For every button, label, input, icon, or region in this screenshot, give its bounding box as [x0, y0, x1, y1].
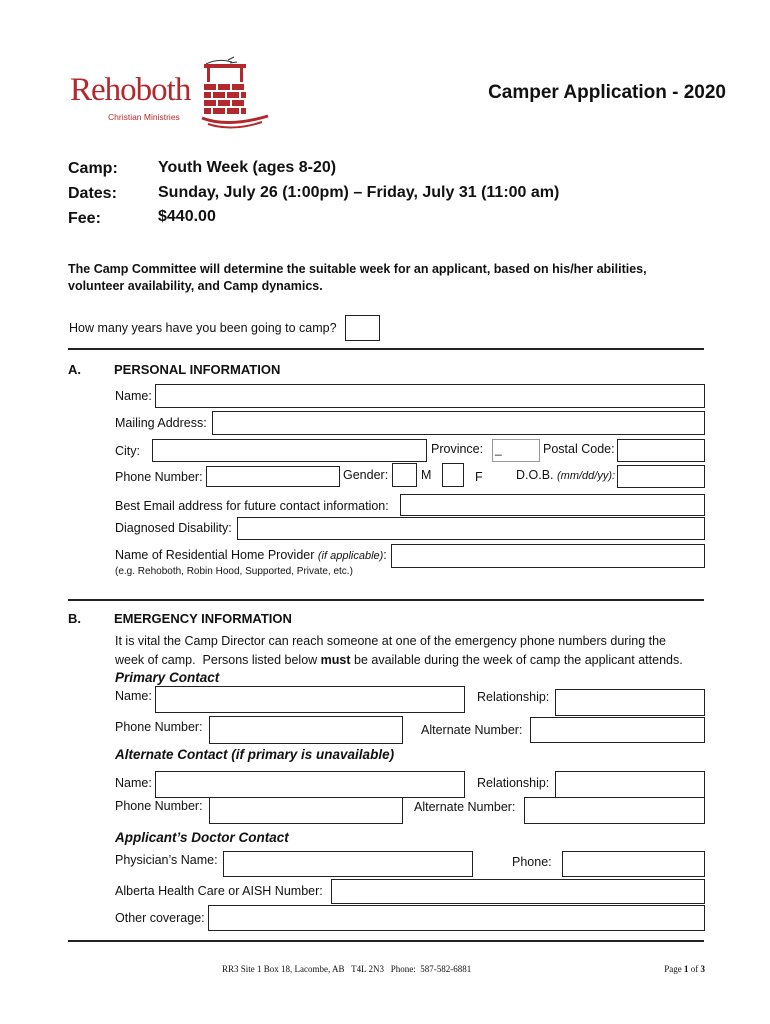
- alt-name-input[interactable]: [155, 771, 465, 798]
- city-input[interactable]: [152, 439, 427, 462]
- dob-label-text: D.O.B.: [516, 468, 554, 482]
- disability-input[interactable]: [237, 517, 705, 540]
- physician-label: Physician’s Name:: [115, 853, 218, 867]
- email-input[interactable]: [400, 494, 705, 516]
- primary-phone-input[interactable]: [209, 716, 403, 744]
- residential-example: (e.g. Rehoboth, Robin Hood, Supported, P…: [115, 566, 353, 577]
- camp-value: Youth Week (ages 8-20): [158, 159, 337, 176]
- province-value: _: [495, 442, 502, 456]
- doctor-contact-heading: Applicant’s Doctor Contact: [115, 830, 289, 845]
- residential-hint: (if applicable): [317, 550, 384, 562]
- gender-f-label: F: [475, 470, 483, 484]
- other-coverage-label: Other coverage:: [115, 911, 205, 925]
- primary-contact-heading: Primary Contact: [115, 670, 220, 685]
- alt-relationship-input[interactable]: [555, 771, 705, 798]
- years-question: How many years have you been going to ca…: [69, 321, 337, 335]
- doctor-phone-input[interactable]: [562, 851, 705, 877]
- alt-alt-label: Alternate Number:: [414, 800, 516, 814]
- health-care-input[interactable]: [331, 879, 705, 904]
- dates-label: Dates:: [68, 185, 117, 202]
- dob-input[interactable]: [617, 465, 705, 488]
- gender-label: Gender:: [343, 468, 389, 482]
- dates-value: Sunday, July 26 (1:00pm) – Friday, July …: [158, 184, 560, 201]
- residential-colon: :: [383, 548, 387, 562]
- doctor-phone-label: Phone:: [512, 855, 552, 869]
- email-label: Best Email address for future contact in…: [115, 499, 389, 513]
- name-label: Name:: [115, 389, 152, 403]
- dob-label: D.O.B. (mm/dd/yy):: [516, 468, 615, 482]
- phone-input[interactable]: [206, 466, 340, 487]
- primary-alt-input[interactable]: [530, 717, 705, 743]
- alt-phone-input[interactable]: [209, 797, 403, 824]
- fee-value: $440.00: [158, 208, 216, 225]
- province-label: Province:: [431, 442, 484, 456]
- logo-subtitle: Christian Ministries: [108, 112, 180, 122]
- alt-alt-input[interactable]: [524, 797, 705, 824]
- alt-relationship-label: Relationship:: [477, 776, 550, 790]
- intro-2-bold: must: [320, 653, 351, 667]
- section-a-title: PERSONAL INFORMATION: [114, 362, 281, 377]
- residential-label-text: Name of Residential Home Provider: [115, 548, 315, 562]
- emergency-intro-1: It is vital the Camp Director can reach …: [115, 634, 666, 648]
- primary-name-input[interactable]: [155, 686, 465, 713]
- emergency-intro-2: week of camp. Persons listed below must …: [115, 653, 683, 667]
- notice-line-1: The Camp Committee will determine the su…: [68, 262, 647, 276]
- alternate-contact-heading: Alternate Contact (if primary is unavail…: [115, 747, 395, 762]
- fee-label: Fee:: [68, 210, 101, 227]
- primary-relationship-label: Relationship:: [477, 690, 550, 704]
- gender-m-checkbox[interactable]: [392, 463, 417, 487]
- page-title: Camper Application - 2020: [488, 82, 726, 103]
- section-a-letter: A.: [68, 362, 81, 377]
- logo-wordmark: Rehoboth: [70, 72, 191, 108]
- section-b-title: EMERGENCY INFORMATION: [114, 611, 292, 626]
- page-number: 1: [684, 964, 689, 974]
- mailing-input[interactable]: [212, 411, 705, 435]
- residential-input[interactable]: [391, 544, 705, 568]
- mailing-label: Mailing Address:: [115, 416, 207, 430]
- years-input[interactable]: [345, 315, 380, 341]
- name-input[interactable]: [155, 384, 705, 408]
- disability-label: Diagnosed Disability:: [115, 521, 232, 535]
- footer-address: RR3 Site 1 Box 18, Lacombe, AB T4L 2N3 P…: [222, 964, 472, 974]
- intro-2-b: be available during the week of camp the…: [350, 653, 683, 667]
- dob-hint: (mm/dd/yy):: [557, 470, 616, 482]
- alt-name-label: Name:: [115, 776, 152, 790]
- phone-label: Phone Number:: [115, 470, 203, 484]
- camp-label: Camp:: [68, 160, 118, 177]
- intro-2-a: week of camp. Persons listed below: [115, 653, 321, 667]
- footer-page: Page 1 of 3: [664, 964, 705, 974]
- primary-name-label: Name:: [115, 689, 152, 703]
- divider-top: [68, 348, 704, 350]
- notice-line-2: volunteer availability, and Camp dynamic…: [68, 279, 323, 293]
- page-total: 3: [700, 964, 706, 974]
- divider-bottom: [68, 940, 704, 942]
- primary-phone-label: Phone Number:: [115, 720, 203, 734]
- physician-input[interactable]: [223, 851, 473, 877]
- postal-label: Postal Code:: [543, 442, 615, 456]
- gender-m-label: M: [421, 468, 432, 482]
- page-prefix: Page: [664, 964, 682, 974]
- health-care-label: Alberta Health Care or AISH Number:: [115, 884, 323, 898]
- other-coverage-input[interactable]: [208, 905, 705, 931]
- postal-input[interactable]: [617, 439, 705, 462]
- residential-label: Name of Residential Home Provider (if ap…: [115, 548, 387, 562]
- alt-phone-label: Phone Number:: [115, 799, 203, 813]
- city-label: City:: [115, 444, 140, 458]
- primary-relationship-input[interactable]: [555, 689, 705, 716]
- primary-alt-label: Alternate Number:: [421, 723, 523, 737]
- logo: Rehoboth Christian Ministries: [66, 56, 269, 136]
- gender-f-checkbox[interactable]: [442, 463, 464, 487]
- brick-well-icon: [201, 56, 269, 129]
- province-input[interactable]: _: [492, 439, 540, 462]
- page-of: of: [690, 964, 699, 974]
- section-b-letter: B.: [68, 611, 81, 626]
- divider-middle: [68, 599, 704, 601]
